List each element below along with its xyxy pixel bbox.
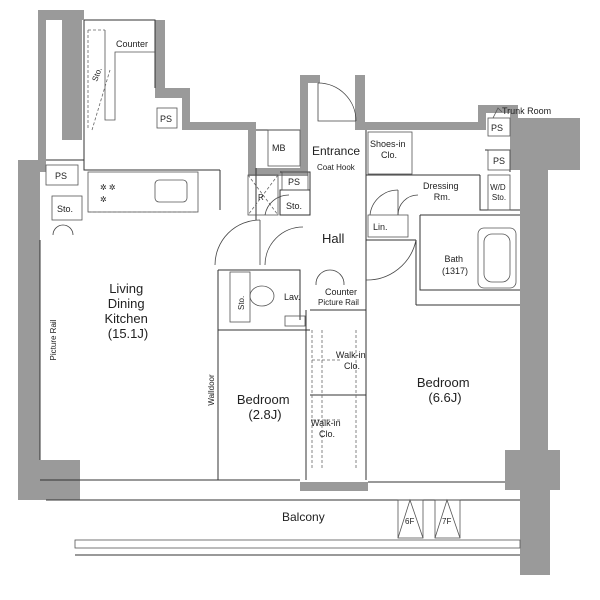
balcony-label: Balcony (282, 510, 325, 524)
fridge-label: R (258, 193, 264, 202)
ps-boxes (45, 107, 511, 191)
counter-hall-label: Counter (325, 287, 357, 297)
shoes-in-clo-label: Shoes-in Clo. (370, 139, 408, 160)
picture-rail-hall-label: Picture Rail (318, 298, 359, 307)
sto-label-4: Sto. (237, 296, 246, 310)
ps-label-5: PS (491, 123, 503, 133)
sto-label-2: Sto. (286, 201, 302, 211)
dressing-label: Dressing Rm. (423, 181, 461, 202)
walldoor-label: Walldoor (207, 374, 216, 406)
counter-top (87, 29, 155, 131)
entrance-label: Entrance (312, 144, 360, 158)
svg-text:✲ ✲: ✲ ✲ (100, 183, 116, 192)
kitchen-counter: ✲ ✲ ✲ (87, 171, 199, 213)
mb-label: MB (272, 143, 286, 153)
lavatory-fixtures (229, 271, 306, 327)
bath-label: Bath (1317) (442, 254, 468, 276)
walk-in-clo-1-label: Walk-in Clo. (336, 350, 368, 371)
walk-in-clo-2-label: Walk-in Clo. (311, 418, 343, 439)
lav-label: Lav. (284, 292, 300, 302)
ps-label-2: PS (160, 114, 172, 124)
fridge-space (247, 174, 279, 216)
picture-rail-living-label: Picture Rail (49, 319, 58, 360)
stair-6f-label: 6F (405, 517, 414, 526)
living-label: Living Dining Kitchen (15.1J) (105, 281, 152, 341)
hall-label: Hall (322, 231, 345, 246)
exterior-walls (18, 10, 580, 575)
svg-text:✲: ✲ (100, 195, 107, 204)
bedroom-large-label: Bedroom (6.6J) (417, 375, 473, 405)
stair-7f-label: 7F (442, 517, 451, 526)
bedroom-small-label: Bedroom (2.8J) (237, 392, 293, 422)
sto-label-3: Sto. (90, 66, 103, 82)
walk-in-closets (311, 330, 357, 470)
balcony-area (74, 498, 521, 556)
doors (52, 82, 419, 286)
sto-label-1: Sto. (57, 204, 73, 214)
trunk-room-pointer (492, 107, 503, 119)
bathtub (477, 227, 517, 289)
counter-top-label: Counter (116, 39, 148, 49)
ps-label-3: PS (288, 177, 300, 187)
coat-hook-label: Coat Hook (317, 163, 356, 172)
ps-label-4: PS (493, 156, 505, 166)
wd-sto-label: W/D Sto. (490, 183, 508, 202)
lin-label: Lin. (373, 222, 388, 232)
ps-label-1: PS (55, 171, 67, 181)
trunk-room-label: Trunk Room (502, 106, 551, 116)
